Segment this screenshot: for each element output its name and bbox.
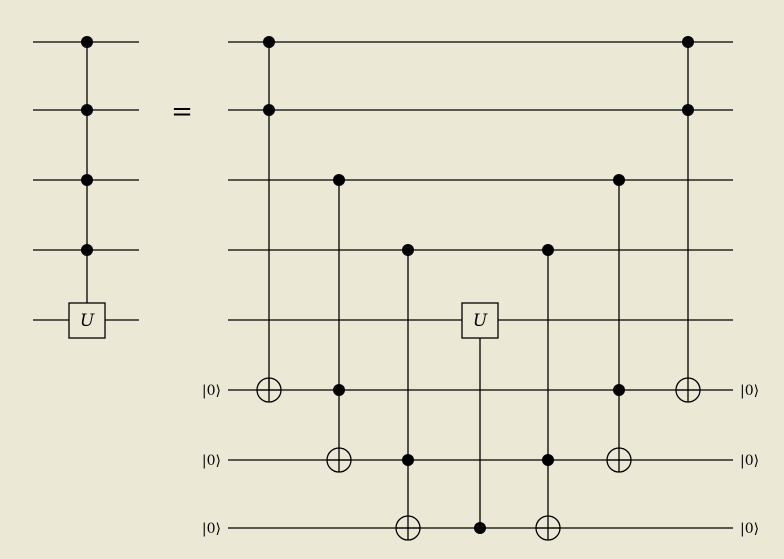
control-dot: [333, 384, 345, 396]
left-circuit: U: [33, 36, 139, 339]
ancilla-input-label: |0⟩: [202, 453, 221, 469]
toffoli-gate-1: [256, 36, 282, 403]
ancilla-output-label: |0⟩: [740, 521, 759, 537]
control-dot: [542, 454, 554, 466]
equals-sign: =: [171, 97, 193, 127]
control-dot: [81, 244, 93, 256]
control-dot: [613, 174, 625, 186]
control-dot: [613, 384, 625, 396]
control-dot: [402, 454, 414, 466]
toffoli-gate-5: [535, 244, 561, 541]
control-dot: [402, 244, 414, 256]
toffoli-gate-2: [326, 174, 352, 473]
u-gate-box: [68, 302, 106, 339]
controlled-u-gate: U: [461, 302, 499, 534]
control-dot: [333, 174, 345, 186]
toffoli-gate-7: [675, 36, 701, 403]
control-dot: [81, 104, 93, 116]
ancilla-input-label: |0⟩: [202, 383, 221, 399]
control-dot: [682, 104, 694, 116]
u-gate-label: U: [473, 311, 488, 331]
control-dot: [81, 174, 93, 186]
right-circuit: |0⟩ |0⟩ |0⟩ |0⟩ |0⟩ |0⟩: [202, 36, 759, 541]
toffoli-gate-3: [395, 244, 421, 541]
control-dot: [682, 36, 694, 48]
u-gate-label: U: [80, 311, 95, 331]
left-multi-controlled-u-gate: U: [68, 36, 106, 339]
ancilla-input-label: |0⟩: [202, 521, 221, 537]
ancilla-output-label: |0⟩: [740, 383, 759, 399]
toffoli-gate-6: [606, 174, 632, 473]
control-dot: [263, 104, 275, 116]
control-dot: [81, 36, 93, 48]
control-dot: [263, 36, 275, 48]
control-dot: [542, 244, 554, 256]
u-gate-box: [461, 302, 499, 339]
control-dot: [474, 522, 486, 534]
ancilla-output-label: |0⟩: [740, 453, 759, 469]
